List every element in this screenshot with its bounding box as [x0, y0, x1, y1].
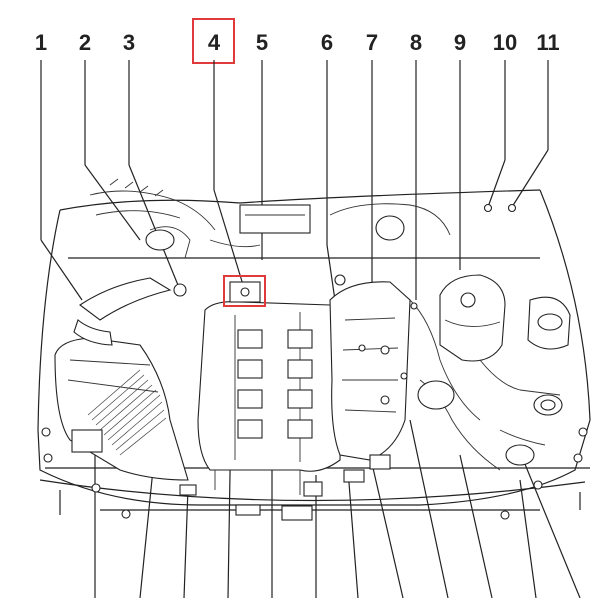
hoses-right [409, 299, 561, 471]
callout-7: 7 [366, 30, 378, 55]
callout-5: 5 [256, 30, 268, 55]
callout-labels: 1 2 3 4 5 6 7 8 9 10 11 [35, 30, 560, 55]
intake-ducts [73, 226, 191, 346]
lower-front-parts [179, 469, 365, 497]
intake-manifold [329, 281, 411, 470]
brake-fluid-reservoir [527, 296, 571, 350]
callout-1: 1 [35, 30, 47, 55]
oil-cap [533, 394, 563, 416]
firewall-components [173, 203, 451, 380]
engine-cover [197, 301, 344, 521]
callout-4: 4 [208, 30, 221, 55]
callout-10: 10 [493, 30, 517, 55]
highlight-box-component [223, 275, 266, 307]
callout-6: 6 [321, 30, 333, 55]
coolant-reservoir [439, 274, 506, 362]
wiring-harness [89, 178, 216, 231]
callout-3: 3 [123, 30, 135, 55]
air-filter-housing [54, 337, 189, 481]
highlighted-component [223, 275, 266, 307]
callout-9: 9 [454, 30, 466, 55]
callout-2: 2 [79, 30, 91, 55]
front-panel-bolts [41, 203, 588, 520]
callout-11: 11 [536, 30, 559, 55]
callout-8: 8 [410, 30, 422, 55]
ignition-coils [237, 329, 313, 439]
